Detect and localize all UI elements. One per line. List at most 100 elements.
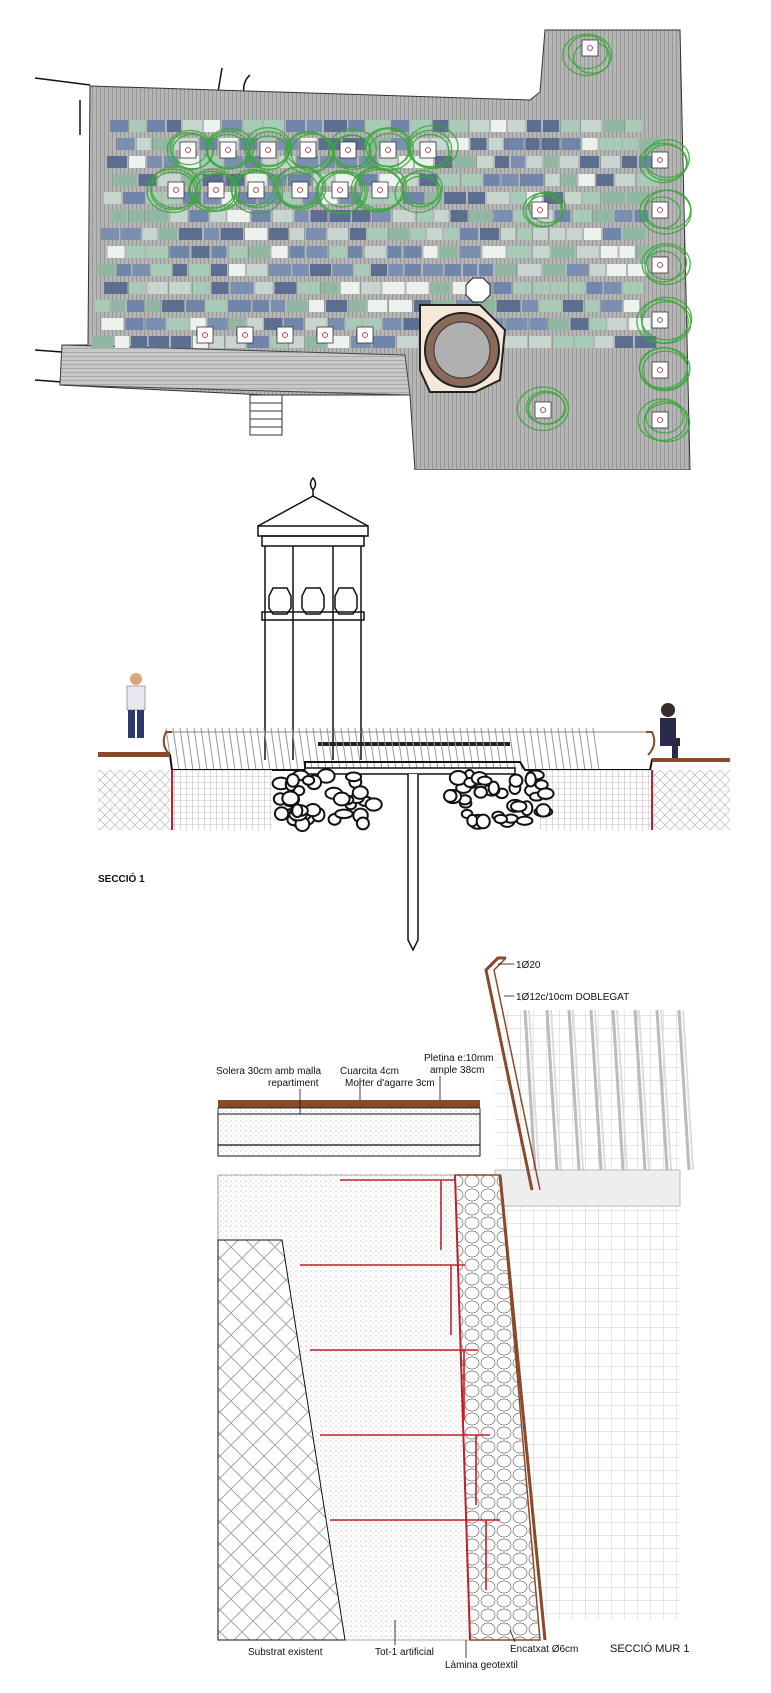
bar — [214, 727, 222, 771]
tile — [348, 246, 363, 258]
tile — [310, 264, 331, 276]
tree-canopy — [146, 168, 199, 214]
tile — [561, 174, 577, 186]
right-bench — [652, 758, 730, 762]
tree-canopy — [316, 170, 368, 214]
bar — [389, 727, 397, 771]
tree-canopy — [409, 133, 450, 168]
rock — [286, 773, 300, 788]
bar — [228, 727, 236, 771]
tile — [146, 246, 168, 258]
bar — [410, 727, 418, 771]
tree-canopy — [643, 196, 682, 229]
tree-canopy — [525, 195, 563, 228]
tree-canopy — [231, 169, 284, 215]
site-plan — [0, 0, 771, 470]
table-mark — [322, 332, 328, 338]
bar — [291, 727, 299, 771]
table — [316, 326, 334, 344]
tile — [110, 120, 128, 132]
tile — [221, 228, 243, 240]
tile — [434, 210, 449, 222]
slat — [677, 1009, 691, 1171]
table — [531, 201, 549, 219]
tile — [309, 300, 324, 312]
bar — [529, 727, 537, 771]
tile — [129, 282, 146, 294]
bar — [172, 727, 180, 771]
bar — [270, 727, 278, 771]
tile — [290, 228, 304, 240]
tile — [162, 300, 184, 312]
tile — [306, 246, 328, 258]
bar — [200, 727, 208, 771]
tree-canopy — [567, 34, 608, 70]
table — [651, 201, 669, 219]
table-mark — [305, 147, 311, 153]
table — [651, 256, 669, 274]
bar — [550, 727, 558, 771]
tile — [525, 138, 540, 150]
tile — [563, 300, 583, 312]
bar — [207, 727, 215, 771]
bar — [557, 727, 565, 771]
tree-canopy — [645, 244, 688, 281]
pergola-slats — [494, 1009, 694, 1207]
tile — [452, 282, 467, 294]
tree-canopy — [639, 189, 692, 235]
bar — [193, 727, 201, 771]
tile — [614, 210, 633, 222]
tile — [167, 318, 189, 330]
tile — [289, 246, 305, 258]
table — [419, 141, 437, 159]
tree-canopy — [636, 298, 689, 344]
rock — [473, 785, 488, 799]
tile — [626, 120, 641, 132]
tile — [603, 228, 621, 240]
tile — [244, 120, 262, 132]
tile — [149, 336, 169, 348]
tile — [619, 246, 635, 258]
tile — [602, 192, 625, 204]
tile — [211, 246, 227, 258]
tile — [596, 174, 614, 186]
tile — [147, 282, 168, 294]
table — [651, 411, 669, 429]
tile — [582, 138, 598, 150]
table-mark — [265, 147, 271, 153]
tile — [389, 300, 412, 312]
tile — [444, 192, 466, 204]
tile — [307, 120, 322, 132]
slat-edge — [638, 1009, 650, 1171]
tile — [560, 156, 578, 168]
bar — [438, 727, 446, 771]
tile — [615, 174, 635, 186]
section-1: SECCIÓ 1 — [0, 470, 771, 970]
table — [534, 401, 552, 419]
tile — [183, 120, 202, 132]
tile — [389, 264, 403, 276]
tile — [482, 246, 506, 258]
tile — [206, 300, 226, 312]
tile — [488, 138, 503, 150]
tile — [287, 300, 307, 312]
tile — [129, 156, 145, 168]
tile — [247, 264, 267, 276]
tile — [483, 174, 500, 186]
table-mark — [297, 187, 303, 193]
bar — [403, 727, 411, 771]
rock — [364, 797, 383, 812]
table-mark — [587, 45, 593, 51]
tile — [92, 336, 113, 348]
table-mark — [282, 332, 288, 338]
tree-canopy — [641, 350, 689, 391]
tile — [444, 228, 458, 240]
bar — [186, 727, 194, 771]
tree-canopy — [166, 129, 214, 171]
tile — [269, 264, 291, 276]
tile — [595, 336, 613, 348]
bar — [501, 727, 509, 771]
table-mark — [345, 147, 351, 153]
tables — [167, 39, 669, 429]
slat — [523, 1009, 537, 1171]
